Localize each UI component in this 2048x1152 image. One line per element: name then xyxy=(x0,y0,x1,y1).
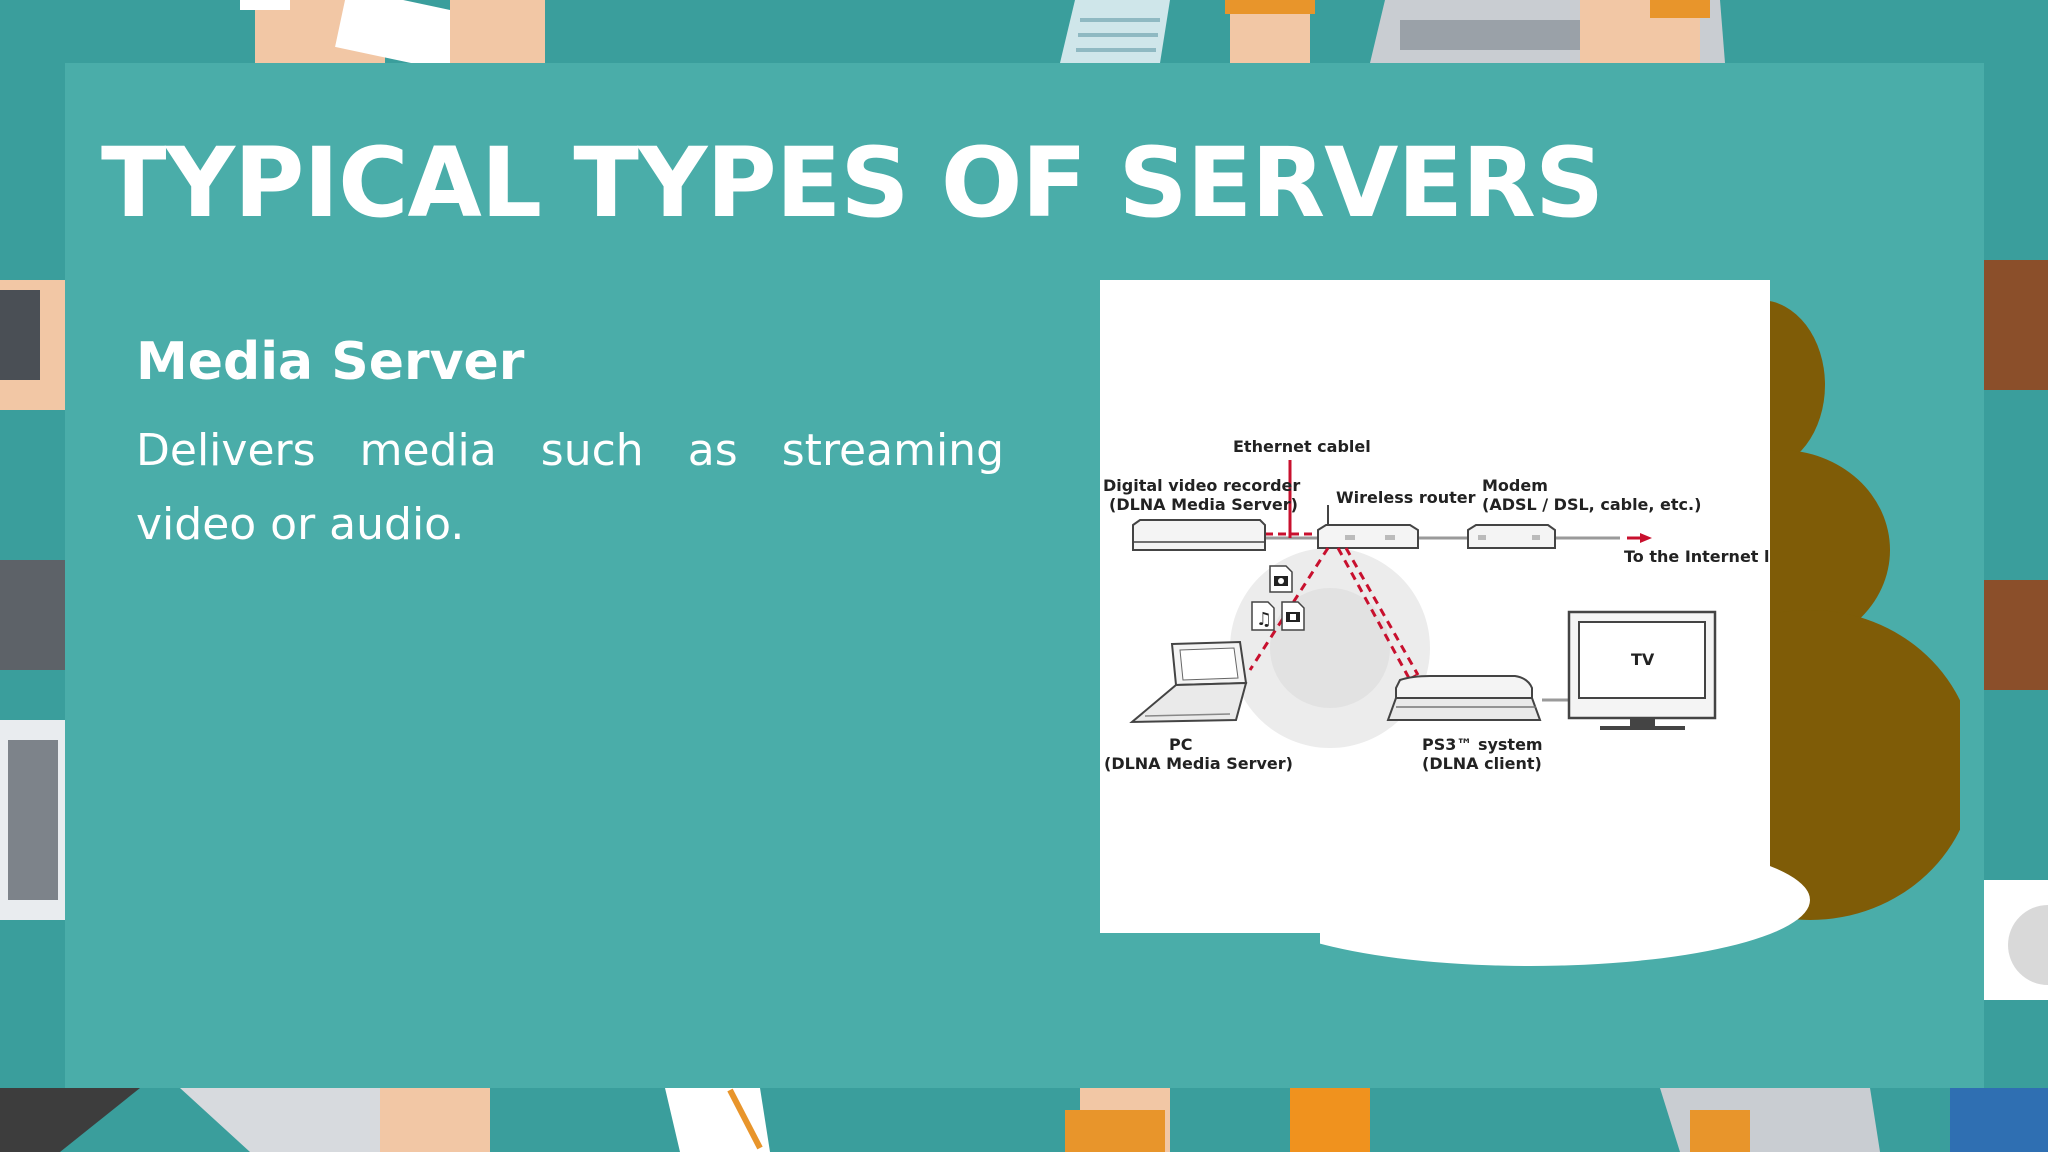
wireless-router-icon xyxy=(1317,505,1419,549)
media-server-diagram: ♫ Ethernet cablel Di xyxy=(1100,280,1770,933)
label-tv: TV xyxy=(1631,650,1655,669)
hand-illustration-top-center xyxy=(1225,0,1315,63)
label-ethernet-cable: Ethernet cablel xyxy=(1233,437,1371,456)
label-dvr-line2: (DLNA Media Server) xyxy=(1109,495,1298,514)
section-description: Delivers media such as streaming video o… xyxy=(136,425,1004,550)
paper-illustration-top xyxy=(1060,0,1170,63)
label-dvr-line1: Digital video recorder xyxy=(1103,476,1300,495)
desk-items-bottom xyxy=(0,1088,2048,1152)
film-icon xyxy=(1281,601,1305,631)
hand-illustration-right xyxy=(1984,260,2048,1000)
label-pc-line2: (DLNA Media Server) xyxy=(1104,754,1293,773)
label-ps3-line2: (DLNA client) xyxy=(1422,754,1542,773)
modem-icon xyxy=(1467,524,1556,549)
label-ps3-line1: PS3™ system xyxy=(1422,735,1543,754)
label-modem-line1: Modem xyxy=(1482,476,1548,495)
arrow-icon xyxy=(1640,533,1652,543)
hand-illustration-top-left xyxy=(240,0,545,74)
camera-icon xyxy=(1269,565,1293,593)
laptop-illustration-top-right xyxy=(1370,0,1725,63)
tv-icon xyxy=(1567,610,1717,730)
hand-illustration-left xyxy=(0,280,65,920)
music-note-icon: ♫ xyxy=(1251,601,1275,631)
label-modem-line2: (ADSL / DSL, cable, etc.) xyxy=(1482,495,1701,514)
laptop-pc-icon xyxy=(1129,640,1248,724)
label-internet-line: To the Internet line xyxy=(1624,547,1770,566)
svg-text:♫: ♫ xyxy=(1256,609,1272,630)
section-heading: Media Server xyxy=(136,332,525,392)
digital-video-recorder-icon xyxy=(1132,519,1266,551)
ps3-console-icon xyxy=(1386,675,1542,721)
label-wireless-router: Wireless router xyxy=(1336,488,1476,507)
network-diagram-svg: ♫ Ethernet cablel Di xyxy=(1103,437,1770,773)
slide-title: TYPICAL TYPES OF SERVERS xyxy=(101,127,1604,239)
label-pc-line1: PC xyxy=(1169,735,1192,754)
